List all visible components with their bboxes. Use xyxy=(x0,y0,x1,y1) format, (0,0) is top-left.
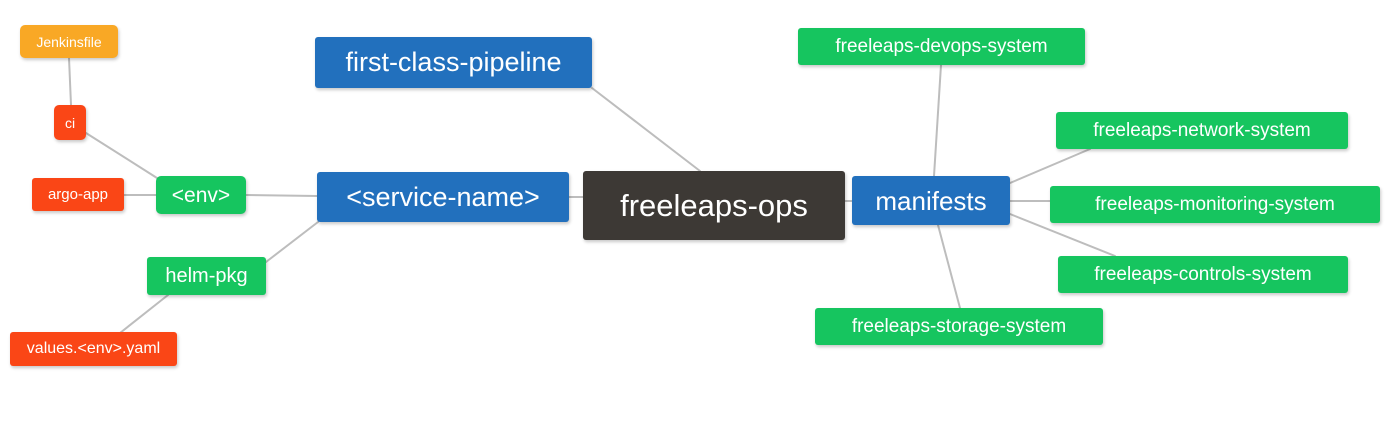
node-freeleaps-ops[interactable]: freeleaps-ops xyxy=(583,171,845,240)
node-label: ci xyxy=(64,114,76,131)
node-freeleaps-devops-system[interactable]: freeleaps-devops-system xyxy=(798,28,1085,65)
edge-jenkinsfile-ci xyxy=(68,57,72,106)
node-freeleaps-storage-system[interactable]: freeleaps-storage-system xyxy=(815,308,1103,345)
node-label: Jenkinsfile xyxy=(36,33,102,50)
node-label: argo-app xyxy=(47,186,109,203)
node-env[interactable]: <env> xyxy=(156,176,246,214)
node-label: manifests xyxy=(875,185,987,216)
node-jenkinsfile[interactable]: Jenkinsfile xyxy=(20,25,118,58)
node-label: first-class-pipeline xyxy=(345,47,562,77)
node-freeleaps-network-system[interactable]: freeleaps-network-system xyxy=(1056,112,1348,149)
edge-manifests-network xyxy=(1009,148,1091,184)
node-first-class-pipeline[interactable]: first-class-pipeline xyxy=(315,37,592,88)
edge-env-service-name xyxy=(245,194,318,197)
edge-manifests-storage xyxy=(937,224,961,309)
edge-helm-pkg-service-name xyxy=(265,221,319,263)
node-label: freeleaps-storage-system xyxy=(851,316,1067,337)
node-label: helm-pkg xyxy=(165,265,248,287)
node-label: values.<env>.yaml xyxy=(26,340,161,357)
node-helm-pkg[interactable]: helm-pkg xyxy=(147,257,266,295)
node-manifests[interactable]: manifests xyxy=(852,176,1010,225)
node-values-yaml[interactable]: values.<env>.yaml xyxy=(10,332,177,366)
node-label: freeleaps-ops xyxy=(620,188,808,223)
edge-ci-env xyxy=(85,132,158,179)
node-argo-app[interactable]: argo-app xyxy=(32,178,124,211)
node-label: freeleaps-devops-system xyxy=(835,36,1048,57)
edge-manifests-devops xyxy=(933,64,942,177)
node-label: freeleaps-monitoring-system xyxy=(1095,194,1335,215)
node-label: freeleaps-controls-system xyxy=(1094,264,1312,285)
node-ci[interactable]: ci xyxy=(54,105,86,140)
edge-values-yaml-helm-pkg xyxy=(119,294,169,334)
node-freeleaps-monitoring-system[interactable]: freeleaps-monitoring-system xyxy=(1050,186,1380,223)
node-service-name[interactable]: <service-name> xyxy=(317,172,569,222)
edge-first-class-pipeline-ops xyxy=(591,87,701,172)
edge-manifests-controls xyxy=(1009,213,1116,257)
node-label: freeleaps-network-system xyxy=(1093,120,1311,141)
node-label: <env> xyxy=(171,183,231,207)
node-freeleaps-controls-system[interactable]: freeleaps-controls-system xyxy=(1058,256,1348,293)
node-label: <service-name> xyxy=(346,181,540,212)
